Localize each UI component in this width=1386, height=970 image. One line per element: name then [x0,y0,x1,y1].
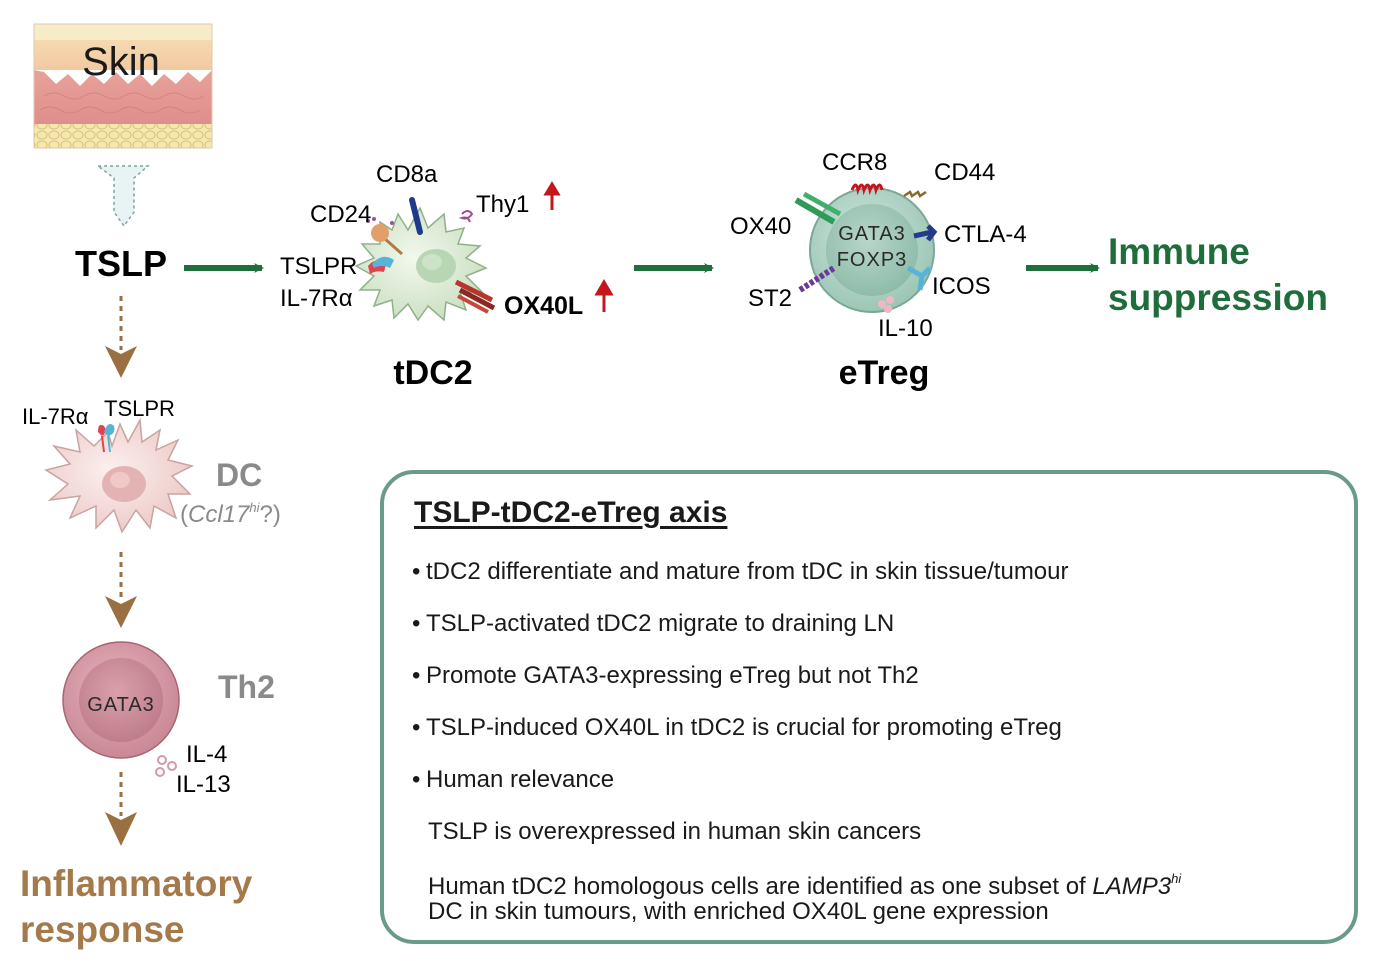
cd8a-receptor [409,197,423,235]
skin-label: Skin [82,40,160,84]
dc-name: DC [216,457,262,493]
inflammatory-response-line1: Inflammatory [20,863,253,904]
axis-box-title: TSLP-tDC2-eTreg axis [414,496,728,529]
cd44-receptor [903,190,927,198]
immune-suppression-line2: suppression [1108,277,1328,318]
ctla4-receptor [913,224,938,242]
dc-subtype: (Ccl17hi?) [180,500,281,528]
axis-bullet: •Promote GATA3-expressing eTreg but not … [412,662,919,689]
axis-bullet: •TSLP-activated tDC2 migrate to draining… [412,610,895,637]
etreg-tf-foxp3: FOXP3 [837,249,908,271]
etreg-marker-st2: ST2 [748,285,792,312]
axis-bullet: •tDC2 differentiate and mature from tDC … [412,558,1069,585]
tdc2-marker-cd8a: CD8a [376,161,438,188]
th2-cytokine-il4: IL-4 [186,741,227,768]
th2-to-inflammatory-arrow [105,772,137,846]
tdc2-marker-thy1: Thy1 [476,191,529,218]
etreg-marker-il10: IL-10 [878,315,933,342]
dc-receptor-tslpr: TSLPR [104,396,175,421]
etreg-marker-ccr8: CCR8 [822,149,887,176]
inflammatory-response-line2: response [20,909,185,950]
icos-receptor [906,265,932,291]
ox40l-up-arrow [594,279,614,312]
ccr8-receptor [850,183,884,196]
tdc2-marker-ox40l: OX40L [504,292,583,320]
etreg-marker-ctla4: CTLA-4 [944,221,1027,248]
dc-to-th2-arrow [105,552,137,628]
etreg-name: eTreg [839,354,930,392]
axis-subpoint-2: Human tDC2 homologous cells are identifi… [428,871,1182,926]
etreg-cell [809,187,935,313]
tdc2-marker-cd24: CD24 [310,201,371,228]
axis-subpoint-1: TSLP is overexpressed in human skin canc… [428,818,922,845]
etreg-marker-icos: ICOS [932,273,991,300]
etreg-marker-ox40: OX40 [730,213,791,240]
dc-receptor [98,424,115,453]
ox40-receptor [794,191,842,225]
il10-dots [878,296,894,313]
th2-cytokine-dots [155,755,177,777]
tdc2-marker-tslpr: TSLPR [280,253,357,280]
tslp-to-dc-arrow [105,296,137,378]
tslp-label: TSLP [75,243,167,284]
thy1-up-arrow [543,181,561,210]
th2-cytokine-il13: IL-13 [176,771,231,798]
skin-to-tslp-arrow [95,165,151,228]
tdc2-cell [354,206,488,322]
th2-name: Th2 [218,669,275,705]
dc-cell [44,417,195,534]
ox40l-receptor [454,279,496,314]
axis-summary-box: TSLP-tDC2-eTreg axis •tDC2 differentiate… [380,470,1358,944]
etreg-tf-gata3: GATA3 [838,223,906,245]
etreg-marker-cd44: CD44 [934,159,995,186]
th2-cell [62,641,180,759]
tslpr-il7ra-receptor [368,256,394,274]
th2-tf-gata3: GATA3 [87,694,155,716]
cd24-receptor [366,217,403,256]
tdc2-marker-il7ra: IL-7Rα [280,285,353,312]
axis-bullet: •TSLP-induced OX40L in tDC2 is crucial f… [412,714,1062,741]
skin-illustration [33,23,213,149]
axis-bullet: •Human relevance [412,766,615,793]
thy1-receptor [458,210,474,223]
tdc2-name: tDC2 [393,354,472,392]
dc-receptor-il7ra: IL-7Rα [22,404,89,429]
immune-suppression-line1: Immune [1108,231,1250,272]
st2-receptor [798,265,836,293]
